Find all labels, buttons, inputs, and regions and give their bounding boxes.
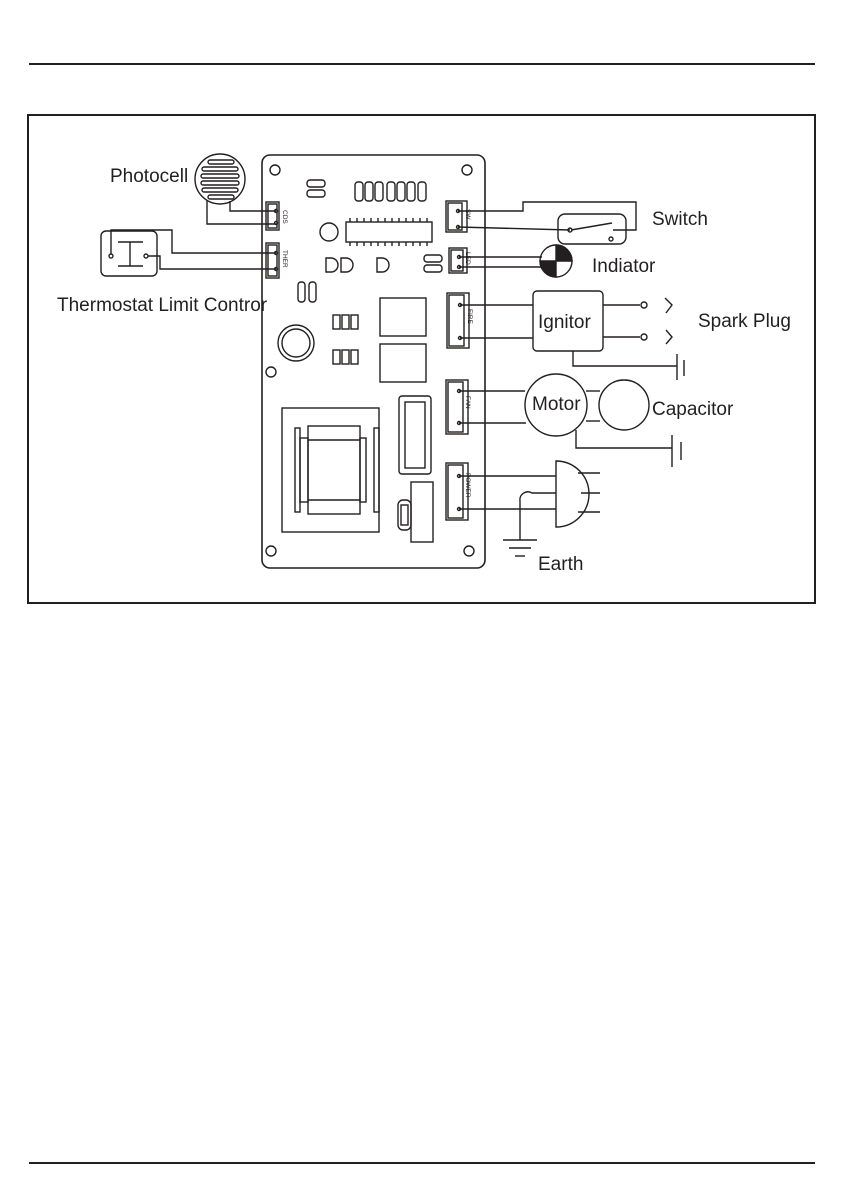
label-thermostat: Thermostat Limit Contror <box>57 295 268 316</box>
connector-label-fan: FAN <box>464 396 471 409</box>
label-photocell: Photocell <box>110 166 188 187</box>
connector-cds <box>266 202 279 230</box>
relay <box>380 298 426 336</box>
mount-hole <box>270 165 280 175</box>
motor-symbol <box>459 374 681 467</box>
label-indicator: Indiator <box>592 256 656 277</box>
label-capacitor: Capacitor <box>652 399 734 420</box>
label-motor: Motor <box>532 394 581 415</box>
connector-label-led: LED <box>464 252 471 265</box>
capacitor-row <box>355 182 426 201</box>
indicator-lamp <box>459 245 572 277</box>
control-board <box>262 155 485 568</box>
ic-chip <box>346 218 432 246</box>
footer-rule <box>29 1162 815 1164</box>
mount-hole <box>464 546 474 556</box>
label-switch: Switch <box>652 209 708 230</box>
connector-label-fire: FIRE <box>466 309 473 324</box>
photocell-symbol <box>195 154 276 224</box>
connector-label-power: POWER <box>464 473 471 498</box>
mount-hole <box>462 165 472 175</box>
diagram-frame <box>28 115 815 603</box>
connector-fire <box>447 293 469 348</box>
power-plug <box>459 461 600 556</box>
transformer <box>282 408 379 532</box>
connector-label-sw: SW <box>464 209 471 220</box>
ignitor-box <box>460 291 684 380</box>
label-spark-plug: Spark Plug <box>698 311 791 332</box>
mount-hole <box>266 546 276 556</box>
label-ignitor: Ignitor <box>538 312 591 333</box>
connector-ther <box>266 243 279 278</box>
connector-label-cds: CDS <box>281 210 288 224</box>
mount-hole <box>266 367 276 377</box>
relay <box>380 344 426 382</box>
label-earth: Earth <box>538 554 583 575</box>
thermostat-symbol <box>101 230 276 276</box>
connector-label-ther: THER <box>281 250 288 268</box>
